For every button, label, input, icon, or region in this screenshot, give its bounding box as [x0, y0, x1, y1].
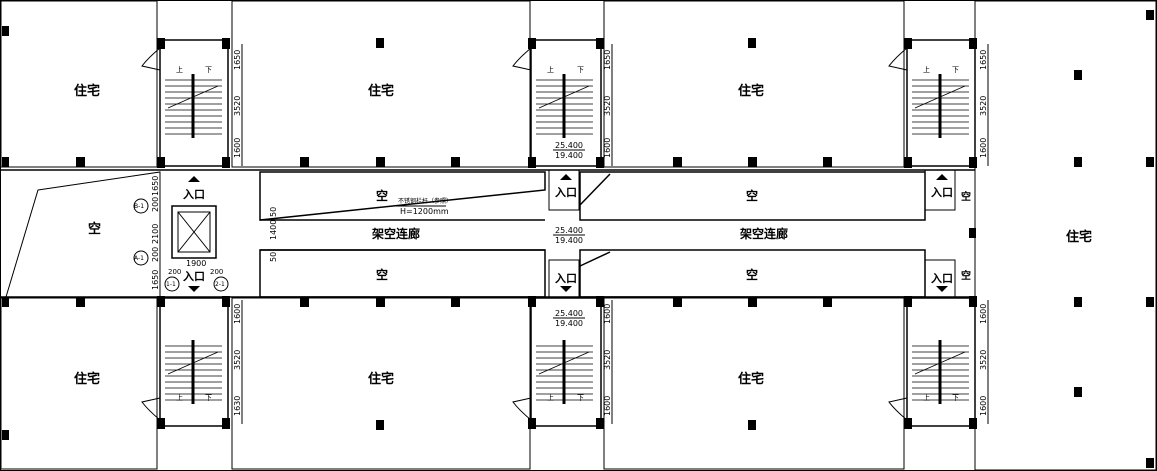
svg-text:入口: 入口 [555, 186, 577, 199]
svg-text:1650: 1650 [603, 50, 612, 70]
residence-label: 住宅 [738, 83, 764, 99]
stair-direction-labels: 上 下 上 下 上 下 上 下 上 下 上 下 [176, 65, 959, 402]
svg-text:3520: 3520 [603, 350, 612, 370]
svg-text:1600: 1600 [603, 396, 612, 416]
svg-text:1600: 1600 [603, 304, 612, 324]
residence-label: 住宅 [368, 83, 394, 99]
structural-columns [2, 10, 1154, 468]
svg-text:1650: 1650 [233, 50, 242, 70]
svg-text:2100: 2100 [151, 224, 160, 244]
svg-text:19.400: 19.400 [555, 236, 583, 245]
svg-text:1600: 1600 [979, 396, 988, 416]
svg-text:50: 50 [269, 207, 278, 217]
svg-text:入口: 入口 [931, 186, 953, 199]
svg-text:1600: 1600 [233, 138, 242, 158]
svg-text:入口: 入口 [183, 188, 205, 201]
void-label: 空 [961, 190, 971, 203]
door-swings [141, 47, 908, 421]
svg-text:3520: 3520 [979, 350, 988, 370]
corridor-band [1, 169, 975, 298]
svg-text:200: 200 [210, 268, 223, 276]
void-label: 空 [376, 267, 388, 282]
residence-label: 住宅 [368, 371, 394, 387]
void-label: 空 [88, 221, 101, 237]
stair-treads [163, 72, 971, 406]
svg-text:19.400: 19.400 [555, 151, 583, 160]
svg-text:1650: 1650 [151, 270, 160, 290]
residence-label: 住宅 [738, 371, 764, 387]
railing-note: 不锈钢栏杆（参照） [398, 197, 452, 205]
svg-text:下: 下 [577, 394, 584, 402]
svg-text:下: 下 [577, 66, 584, 74]
void-label: 空 [746, 267, 758, 282]
svg-text:B-1: B-1 [134, 203, 144, 210]
svg-text:1400: 1400 [269, 220, 278, 240]
elevation-marks: 25.400 19.400 25.400 19.400 25.400 19.40… [553, 141, 585, 328]
svg-text:上: 上 [547, 393, 554, 402]
svg-text:1600: 1600 [979, 138, 988, 158]
void-left [5, 171, 161, 298]
void-label: 空 [376, 188, 388, 203]
svg-text:3520: 3520 [233, 96, 242, 116]
elevator-core: 1900 1650 200 2100 200 1650 200 200 [151, 176, 223, 290]
corridor-label: 架空连廊 [371, 226, 420, 241]
svg-text:1600: 1600 [979, 304, 988, 324]
residence-label: 住宅 [74, 83, 100, 99]
svg-text:1-1: 1-1 [166, 281, 176, 288]
svg-text:1600: 1600 [233, 304, 242, 324]
residence-label: 住宅 [1066, 229, 1092, 245]
svg-text:1630: 1630 [233, 396, 242, 416]
svg-text:3520: 3520 [233, 350, 242, 370]
svg-text:上: 上 [923, 65, 930, 74]
svg-text:19.400: 19.400 [555, 319, 583, 328]
svg-text:上: 上 [923, 393, 930, 402]
svg-text:200: 200 [151, 197, 160, 212]
void-areas [259, 171, 926, 298]
svg-text:上: 上 [547, 65, 554, 74]
svg-text:1650: 1650 [979, 50, 988, 70]
svg-text:1650: 1650 [151, 176, 160, 196]
svg-text:入口: 入口 [555, 272, 577, 285]
void-label: 空 [746, 188, 758, 203]
svg-text:1900: 1900 [186, 259, 206, 268]
svg-text:1600: 1600 [603, 138, 612, 158]
residence-label: 住宅 [74, 371, 100, 387]
svg-text:下: 下 [952, 66, 959, 74]
svg-text:上: 上 [176, 65, 183, 74]
svg-text:A-1: A-1 [134, 255, 144, 262]
svg-text:入口: 入口 [931, 272, 953, 285]
corridor-label: 架空连廊 [739, 226, 788, 241]
svg-text:下: 下 [205, 66, 212, 74]
svg-text:下: 下 [952, 394, 959, 402]
stairwells [159, 39, 976, 427]
svg-text:下: 下 [205, 394, 212, 402]
void-label: 空 [961, 269, 971, 282]
axis-markers: B-1 A-1 1-1 2-1 [133, 198, 229, 292]
svg-text:25.400: 25.400 [555, 309, 583, 318]
svg-text:3520: 3520 [603, 96, 612, 116]
svg-text:入口: 入口 [183, 270, 205, 283]
svg-text:上: 上 [176, 393, 183, 402]
stair-dimensions [241, 44, 989, 424]
svg-text:25.400: 25.400 [555, 226, 583, 235]
svg-text:50: 50 [269, 252, 278, 262]
railing-height: H=1200mm [400, 207, 449, 216]
svg-text:2-1: 2-1 [215, 281, 225, 288]
svg-text:25.400: 25.400 [555, 141, 583, 150]
svg-text:200: 200 [151, 247, 160, 262]
svg-text:3520: 3520 [979, 96, 988, 116]
entrances: 入口 入口 入口 入口 入口 入口 [183, 169, 956, 298]
svg-text:200: 200 [168, 268, 181, 276]
